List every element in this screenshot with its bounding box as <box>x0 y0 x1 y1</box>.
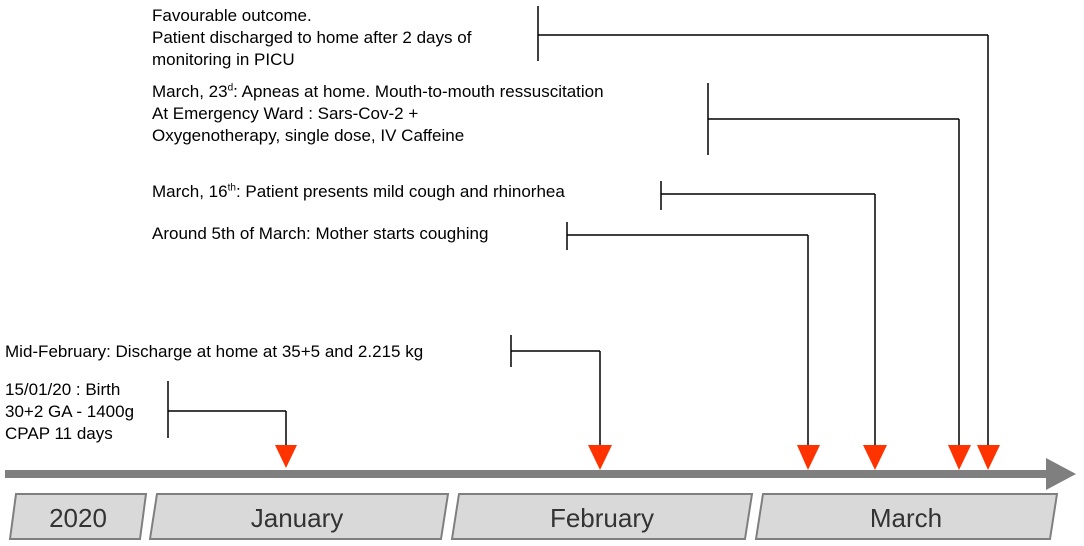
discharge-connector <box>510 335 601 446</box>
outcome-connector <box>537 6 989 446</box>
event-mother-cough-text: Around 5th of March: Mother starts cough… <box>152 224 489 243</box>
event-birth-line2: 30+2 GA - 1400g <box>5 402 135 421</box>
month-block-march: March <box>754 493 1059 540</box>
discharge-arrow-marker <box>588 445 612 470</box>
time-axis-arrowhead <box>1046 458 1076 490</box>
birth-arrow-marker <box>275 445 297 468</box>
apneas-arrow-marker <box>948 445 971 470</box>
month-label-2020: 2020 <box>49 503 107 533</box>
event-discharge: Mid-February: Discharge at home at 35+5 … <box>5 341 423 363</box>
month-block-january: January <box>148 493 450 540</box>
month-label-february: February <box>550 503 654 533</box>
outcome-arrow-marker <box>977 445 1000 470</box>
mother-connector <box>566 222 809 446</box>
event-birth-line1: 15/01/20 : Birth <box>5 380 121 399</box>
month-block-february: February <box>450 493 754 540</box>
month-label-january: January <box>251 503 344 533</box>
event-outcome: Favourable outcome. Patient discharged t… <box>152 5 471 71</box>
event-apneas-line2: At Emergency Ward : Sars-Cov-2 + <box>152 104 419 123</box>
event-outcome-line3: monitoring in PICU <box>152 50 295 69</box>
cough-connector <box>660 181 876 446</box>
month-block-2020: 2020 <box>8 493 148 540</box>
event-outcome-line1: Favourable outcome. <box>152 6 312 25</box>
month-label-march: March <box>870 503 942 533</box>
event-patient-cough: March, 16th: Patient presents mild cough… <box>152 182 565 201</box>
event-birth-line3: CPAP 11 days <box>5 424 113 443</box>
cough-arrow-marker <box>863 445 887 470</box>
event-apneas: March, 23d: Apneas at home. Mouth-to-mou… <box>152 81 604 147</box>
mother-arrow-marker <box>797 445 820 470</box>
event-outcome-line2: Patient discharged to home after 2 days … <box>152 28 472 47</box>
event-apneas-line3: Oxygenotherapy, single dose, IV Caffeine <box>152 126 465 145</box>
event-mother-cough: Around 5th of March: Mother starts cough… <box>152 223 488 245</box>
event-birth: 15/01/20 : Birth 30+2 GA - 1400g CPAP 11… <box>5 379 134 445</box>
birth-connector <box>167 381 287 446</box>
apneas-connector <box>707 83 960 446</box>
event-discharge-text: Mid-February: Discharge at home at 35+5 … <box>5 342 424 361</box>
event-apneas-line1: March, 23d: Apneas at home. Mouth-to-mou… <box>152 82 604 101</box>
